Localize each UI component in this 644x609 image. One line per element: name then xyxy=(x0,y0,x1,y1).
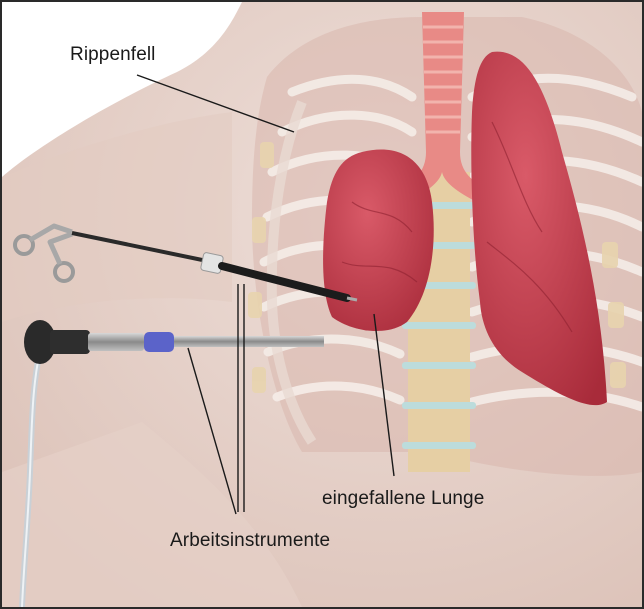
collapsed-lung xyxy=(323,149,434,331)
shoulder-shadow xyxy=(2,112,232,322)
label-pleura: Rippenfell xyxy=(70,44,156,66)
label-instruments: Arbeitsinstrumente xyxy=(170,530,330,552)
label-collapsed-lung: eingefallene Lunge xyxy=(322,488,484,510)
